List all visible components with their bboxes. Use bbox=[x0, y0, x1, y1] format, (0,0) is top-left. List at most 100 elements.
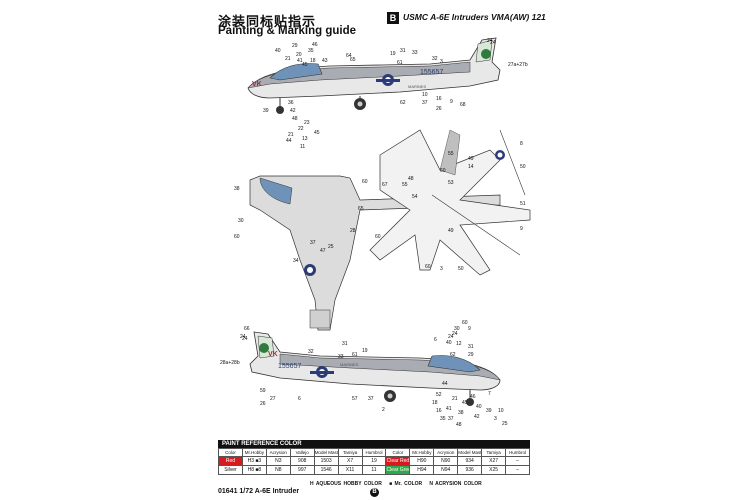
callout-number: 39 bbox=[486, 408, 492, 414]
callout-number: 60 bbox=[375, 234, 381, 240]
callout-number: 40 bbox=[476, 404, 482, 410]
top-view bbox=[249, 175, 501, 331]
vallejo-cell: 997 bbox=[289, 465, 315, 475]
callout-number: 68 bbox=[460, 102, 466, 108]
callout-number: 24 bbox=[448, 334, 454, 340]
callout-number: 21 bbox=[452, 396, 458, 402]
callout-number: 2 bbox=[382, 407, 385, 413]
callout-number: 26 bbox=[260, 401, 266, 407]
callout-number: 14 bbox=[468, 164, 474, 170]
callout-number: 48 bbox=[292, 116, 298, 122]
side-profile-top: VK 155657 MARINES bbox=[247, 37, 501, 114]
callout-number: 45 bbox=[302, 62, 308, 68]
callout-number: 12 bbox=[456, 341, 462, 347]
acrysion-cell: N3 bbox=[265, 456, 291, 466]
callout-number: 3 bbox=[494, 416, 497, 422]
table-header-cell: Acrysion bbox=[433, 448, 459, 457]
callout-number: 57 bbox=[352, 396, 358, 402]
callout-number: 3 bbox=[440, 59, 443, 65]
callout-number: 28a+28b bbox=[220, 360, 240, 366]
callout-number: 30 bbox=[238, 218, 244, 224]
callout-number: 39 bbox=[263, 108, 269, 114]
callout-number: 38 bbox=[234, 186, 240, 192]
color-legend: H AQUEOUS HOBBY COLOR ■ Mr. COLOR N ACRY… bbox=[310, 481, 482, 487]
callout-number: 24 bbox=[242, 336, 248, 342]
callout-number: 60 bbox=[462, 320, 468, 326]
callout-number: 25 bbox=[502, 421, 508, 427]
callout-number: 60 bbox=[440, 168, 446, 174]
callout-number: 44 bbox=[442, 381, 448, 387]
callout-number: 38 bbox=[458, 410, 464, 416]
callout-number: 22 bbox=[298, 126, 304, 132]
callout-number: 29 bbox=[468, 352, 474, 358]
tail-code-top: VK bbox=[252, 81, 262, 88]
mr-hobby-cell: H90 bbox=[409, 456, 435, 466]
callout-number: 41 bbox=[446, 406, 452, 412]
callout-number: 49 bbox=[448, 228, 454, 234]
vallejo-cell: 908 bbox=[289, 456, 315, 466]
serial-bottom: 155657 bbox=[278, 363, 301, 370]
callout-number: 46 bbox=[470, 394, 476, 400]
callout-number: 60 bbox=[362, 179, 368, 185]
callout-number: 44 bbox=[286, 138, 292, 144]
callout-number: 18 bbox=[432, 400, 438, 406]
callout-number: 24 bbox=[487, 38, 493, 44]
table-header-cell: Humbrol bbox=[361, 448, 387, 457]
callout-number: 16 bbox=[436, 96, 442, 102]
callout-number: 33 bbox=[338, 354, 344, 360]
callout-number: 62 bbox=[450, 352, 456, 358]
mr-hobby-cell: H94 bbox=[409, 465, 435, 475]
model-master-cell: 1503 bbox=[313, 456, 339, 466]
callout-number: 60 bbox=[234, 234, 240, 240]
callout-number: 65 bbox=[350, 57, 356, 63]
table-header-cell: Mr.Hobby bbox=[409, 448, 435, 457]
page-badge: B bbox=[370, 488, 379, 497]
callout-number: 33 bbox=[412, 50, 418, 56]
callout-number: 31 bbox=[400, 48, 406, 54]
callout-number: 52 bbox=[436, 392, 442, 398]
callout-number: 6 bbox=[298, 396, 301, 402]
marines-top: MARINES bbox=[408, 84, 427, 89]
callout-number: 36 bbox=[288, 100, 294, 106]
callout-number: 51 bbox=[520, 201, 526, 207]
marines-bottom: MARINES bbox=[340, 362, 359, 367]
callout-number: 35 bbox=[440, 416, 446, 422]
callout-number: 20 bbox=[296, 52, 302, 58]
color-swatch-cell: Silver bbox=[218, 465, 243, 475]
callout-number: 26 bbox=[436, 106, 442, 112]
color-swatch-cell: Red bbox=[218, 456, 243, 466]
section-badge: B bbox=[387, 12, 399, 24]
table-header-cell: Vallejo bbox=[289, 448, 315, 457]
callout-number: 9 bbox=[520, 226, 523, 232]
callout-number: 42 bbox=[474, 414, 480, 420]
callout-number: 34 bbox=[293, 258, 299, 264]
callout-number: 65 bbox=[358, 206, 364, 212]
table-header-cell: Color bbox=[218, 448, 243, 457]
callout-number: 37 bbox=[448, 416, 454, 422]
callout-number: 37 bbox=[422, 100, 428, 106]
callout-number: 59 bbox=[260, 388, 266, 394]
callout-number: 28 bbox=[350, 228, 356, 234]
callout-number: 53 bbox=[448, 180, 454, 186]
callout-number: 9 bbox=[450, 99, 453, 105]
table-header-cell: Mr.Hobby bbox=[241, 448, 267, 457]
callout-number: 27a+27b bbox=[508, 62, 528, 68]
aircraft-title: USMC A-6E Intruders VMA(AW) 121 bbox=[403, 12, 546, 22]
paint-table-title: PAINT REFERENCE COLOR bbox=[218, 440, 530, 448]
humbrol-cell: 11 bbox=[361, 465, 387, 475]
painting-diagram: VK 155657 MARINES bbox=[220, 37, 531, 428]
acrysion-cell: N94 bbox=[433, 465, 459, 475]
callout-number: 24 bbox=[240, 334, 246, 340]
callout-number: 40 bbox=[275, 48, 281, 54]
humbrol-cell: – bbox=[505, 456, 530, 466]
callout-number: 37 bbox=[310, 240, 316, 246]
callout-number: 7 bbox=[488, 391, 491, 397]
tamiya-cell: X11 bbox=[337, 465, 363, 475]
callout-number: 32 bbox=[432, 56, 438, 62]
callout-number: 30 bbox=[454, 326, 460, 332]
table-header-cell: Tamiya bbox=[337, 448, 363, 457]
